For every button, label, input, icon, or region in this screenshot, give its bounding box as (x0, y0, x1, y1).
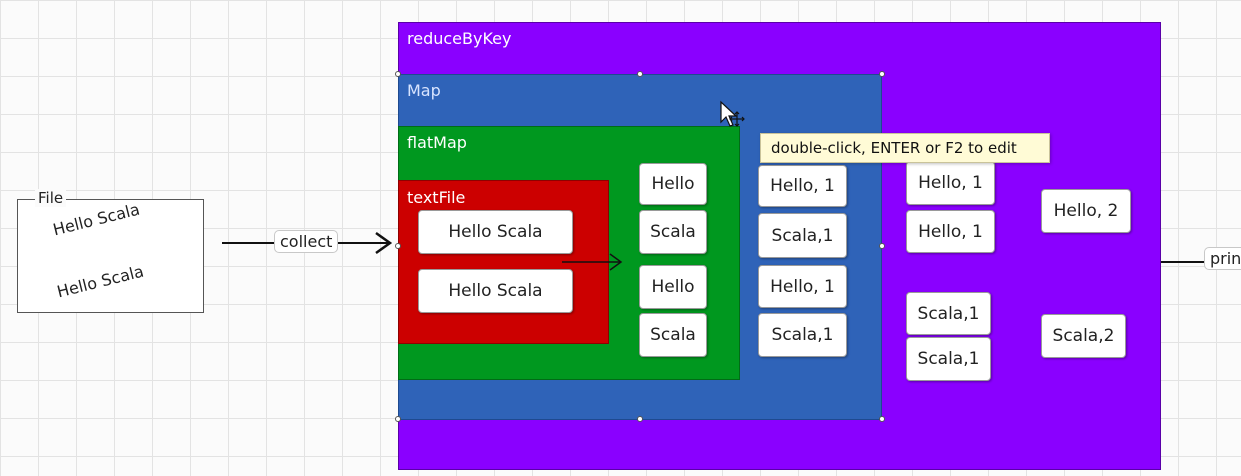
flatMap-node[interactable]: Scala (639, 210, 707, 254)
textFile-title: textFile (407, 188, 466, 207)
map-node[interactable]: Hello, 1 (758, 165, 847, 207)
map-node[interactable]: Scala,1 (758, 213, 847, 258)
textFile-node[interactable]: Hello Scala (418, 269, 573, 313)
selection-handle[interactable] (395, 243, 401, 249)
selection-handle[interactable] (637, 416, 643, 422)
selection-handle[interactable] (879, 243, 885, 249)
selection-handle[interactable] (879, 416, 885, 422)
group-node[interactable]: Scala,1 (906, 337, 991, 381)
print-label[interactable]: print (1204, 247, 1241, 270)
group-node[interactable]: Hello, 1 (906, 161, 995, 205)
edit-tooltip: double-click, ENTER or F2 to edit (760, 133, 1050, 163)
selection-handle[interactable] (395, 71, 401, 77)
map-title: Map (407, 81, 441, 100)
selection-handle[interactable] (637, 71, 643, 77)
flatMap-node[interactable]: Scala (639, 313, 707, 357)
group-node[interactable]: Hello, 1 (906, 210, 995, 253)
textFile-node[interactable]: Hello Scala (418, 210, 573, 254)
group-node[interactable]: Scala,1 (906, 292, 991, 335)
collect-label[interactable]: collect (274, 230, 339, 253)
flatMap-node[interactable]: Hello (639, 265, 707, 309)
map-node[interactable]: Scala,1 (758, 313, 847, 357)
print-label-text: print (1210, 249, 1241, 268)
selection-handle[interactable] (395, 416, 401, 422)
reduceByKey-title: reduceByKey (407, 29, 512, 48)
reduce-node[interactable]: Scala,2 (1041, 314, 1126, 358)
file-box[interactable] (17, 199, 204, 313)
flatMap-title: flatMap (407, 133, 467, 152)
flatMap-arrow (562, 253, 623, 271)
file-legend: File (35, 189, 67, 207)
reduce-node[interactable]: Hello, 2 (1041, 189, 1131, 233)
selection-handle[interactable] (879, 71, 885, 77)
move-cursor-icon (720, 100, 745, 127)
flatMap-node[interactable]: Hello (639, 163, 707, 205)
map-node[interactable]: Hello, 1 (758, 265, 847, 308)
